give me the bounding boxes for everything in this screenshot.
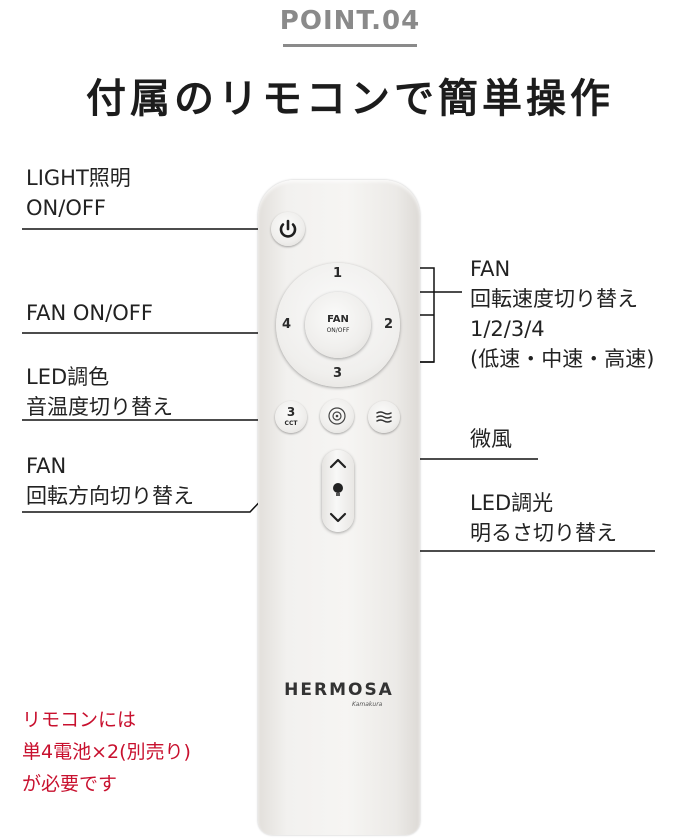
speed-2-label[interactable]: 2	[384, 317, 394, 332]
wind-icon	[376, 411, 392, 423]
battery-note: リモコンには 単4電池×2(別売り) が必要です	[22, 704, 191, 800]
fan-button-label: FAN	[327, 314, 349, 325]
fan-speed-label-line1: FAN	[470, 257, 511, 281]
fan-speed-label-line2: 回転速度切り替え	[470, 287, 638, 311]
fan-direction-label-line1: FAN	[26, 454, 67, 478]
speed-3-label[interactable]: 3	[333, 366, 343, 381]
chevron-up-icon	[329, 458, 347, 469]
led-dimming-label: LED調光 明るさ切り替え	[470, 488, 617, 548]
power-icon	[279, 219, 297, 238]
breeze-button[interactable]	[368, 401, 400, 433]
cct-label: CCT	[284, 420, 298, 427]
battery-note-line3: が必要です	[22, 773, 118, 795]
remote-control: 1 2 3 4 FAN ON/OFF 3 CCT	[258, 180, 420, 835]
brand-sublogo: Kamakura	[352, 701, 383, 708]
light-label-line2: ON/OFF	[26, 196, 107, 220]
light-label: LIGHT照明 ON/OFF	[26, 163, 131, 223]
fan-speed-label: FAN 回転速度切り替え 1/2/3/4 (低速・中速・高速)	[470, 254, 654, 374]
battery-note-line1: リモコンには	[22, 709, 137, 731]
fan-onoff-button[interactable]: FAN ON/OFF	[305, 292, 371, 358]
fan-speed-label-line4: (低速・中速・高速)	[470, 347, 655, 371]
fan-direction-button[interactable]	[320, 399, 354, 433]
speed-4-label[interactable]: 4	[282, 317, 292, 332]
fan-button-sublabel: ON/OFF	[326, 327, 350, 334]
light-label-line1: LIGHT照明	[26, 166, 131, 190]
fan-speed-dial[interactable]: 1 2 3 4 FAN ON/OFF	[276, 263, 400, 387]
led-dimming-label-line1: LED調光	[470, 491, 554, 515]
cct-number: 3	[286, 405, 296, 419]
dimming-icons	[329, 458, 347, 523]
rotation-icon	[328, 407, 346, 425]
point-heading: POINT.04	[279, 6, 421, 36]
fan-direction-label: FAN 回転方向切り替え	[26, 451, 194, 511]
page-title: 付属のリモコンで簡単操作	[86, 76, 614, 122]
fan-speed-label-line3: 1/2/3/4	[470, 317, 545, 341]
led-dimming-label-line2: 明るさ切り替え	[470, 521, 617, 545]
fan-direction-label-line2: 回転方向切り替え	[26, 484, 194, 508]
cct-button[interactable]: 3 CCT	[275, 401, 307, 433]
brand-logo: HERMOSA	[284, 680, 394, 700]
led-color-label: LED調色 音温度切り替え	[26, 362, 173, 422]
breeze-label: 微風	[470, 427, 512, 451]
chevron-down-icon	[329, 512, 347, 523]
battery-note-line2: 単4電池×2(別売り)	[22, 741, 191, 763]
dimming-rocker[interactable]	[322, 450, 354, 532]
speed-1-label[interactable]: 1	[333, 266, 343, 281]
power-button[interactable]	[271, 212, 305, 246]
led-color-label-line1: LED調色	[26, 365, 110, 389]
led-color-label-line2: 音温度切り替え	[26, 395, 173, 419]
point-underline	[283, 44, 417, 47]
fan-onoff-label: FAN ON/OFF	[26, 301, 153, 325]
bulb-icon	[333, 483, 343, 493]
